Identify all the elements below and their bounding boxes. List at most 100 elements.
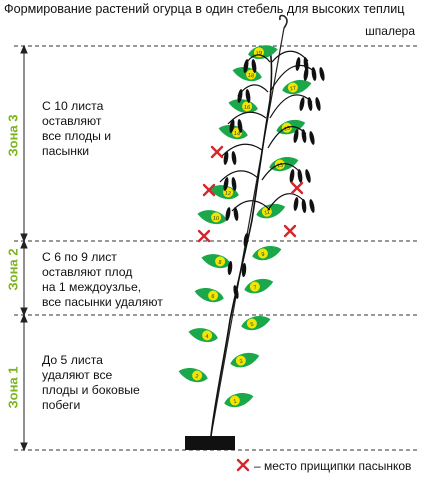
cucumber-fruit [223,177,229,191]
side-shoot [227,111,267,125]
leaf-number: 7 [253,285,257,292]
leaf-number: 14 [233,131,240,138]
zone-3-line: оставляют [42,114,102,128]
leaf: 5 [241,316,271,331]
leaf-number: 11 [264,210,271,217]
leaf: 9 [252,246,282,261]
pinch-mark-icon [202,183,216,197]
zone-3-line: пасынки [42,144,90,158]
leaf: 8 [201,254,231,269]
zone-1-description: До 5 листа удаляют все плоды и боковые п… [42,353,140,413]
leaf: 6 [194,288,224,303]
leaf-number: 16 [243,105,250,112]
cucumber-fruit [243,59,249,73]
ground-block [185,436,235,450]
leaf-number: 6 [211,294,215,300]
leaf-number-badge [246,318,257,329]
pinch-mark-icon [283,224,297,238]
trellis-hook-icon [279,14,288,29]
cucumber-fruit [245,89,251,103]
side-shoot [269,94,313,119]
trellis-string [210,27,285,437]
zone-2-line: оставляют плод [42,265,133,279]
leaf-number: 10 [212,216,219,223]
leaf-number: 8 [218,260,222,266]
leaf-number: 3 [239,359,243,366]
leaf-number-badge [192,370,203,381]
cucumber-fruit [241,263,247,277]
cucumber-fruit [251,59,257,73]
zone-1-line: удаляют все [42,368,113,382]
cucumber-fruit [309,199,315,213]
cucumber-fruit [297,169,303,183]
legend-cross-icon [236,458,250,472]
zone-2-line: все пасынки удаляют [42,295,163,309]
zone-2-description: С 6 по 9 лист оставляют плод на 1 междоу… [42,250,163,310]
leaf-number-badge [229,395,240,406]
pinch-marks-group [197,145,304,243]
main-stem [210,49,273,437]
leaf-number: 1 [233,399,237,405]
side-shoot [269,64,316,93]
leaf: 12 [209,185,239,200]
leaf: 3 [230,352,260,368]
cucumber-fruit [227,261,233,275]
leaf: 4 [188,328,218,343]
leaf-number: 5 [250,322,254,328]
cucumber-fruit [237,119,243,133]
pinch-mark-icon [210,145,224,159]
pinch-mark-icon [197,229,211,243]
side-shoot [271,50,309,63]
legend-label: – место прищипки пасынков [254,459,412,473]
cucumber-fruit [315,97,321,111]
side-shoot [261,163,301,181]
leaf-number-badge [242,101,253,112]
cucumber-fruit [295,57,301,71]
leaf-number-badge [202,330,213,341]
leaf: 2 [178,368,208,383]
cucumber-fruit [305,169,311,183]
dimension-arrows [20,44,28,452]
cucumber-fruit [301,129,307,143]
leaf-number-badge [215,256,226,267]
leaf-number: 18 [247,73,254,80]
side-shoot [267,193,306,211]
diagram-title: Формирование растений огурца в один стеб… [4,2,405,16]
side-shoot [237,84,269,97]
pinch-mark-icon [290,181,304,195]
cucumber-fruit [293,129,299,143]
leaf-number: 17 [290,86,297,93]
trellis-label: шпалера [365,24,415,38]
fruits-group [219,50,325,299]
cucumber-fruit [233,285,239,299]
leaf-number: 13 [277,163,284,170]
cucumber-fruit [319,67,325,81]
leaf: 10 [197,210,227,225]
leaf-number-badge [246,69,257,80]
leaf-number-badge [287,82,298,93]
cucumber-fruit [233,207,239,221]
leaf: 7 [244,278,274,294]
leaf: 1 [224,393,254,408]
cucumber-fruit [231,151,237,165]
cucumber-fruit [309,131,315,145]
cucumber-fruit [301,199,307,213]
zone-2-line: С 6 по 9 лист [42,250,117,264]
cucumber-fruit [237,89,243,103]
leaf-number-badge [211,212,222,223]
zone-1-line: До 5 листа [42,353,103,367]
cucumber-fruit [243,233,249,247]
cucumber-fruit [307,97,313,111]
side-shoot [219,170,259,183]
leaf-number-badge [257,248,268,259]
leaf: 16 [228,99,258,114]
cucumber-fruit [229,119,235,133]
leaf-number-badge [208,290,219,301]
cucumber-fruit [311,67,317,81]
cucumber-fruit [223,151,229,165]
cucumber-fruit [299,97,305,111]
leaf-number: 19 [256,51,263,58]
